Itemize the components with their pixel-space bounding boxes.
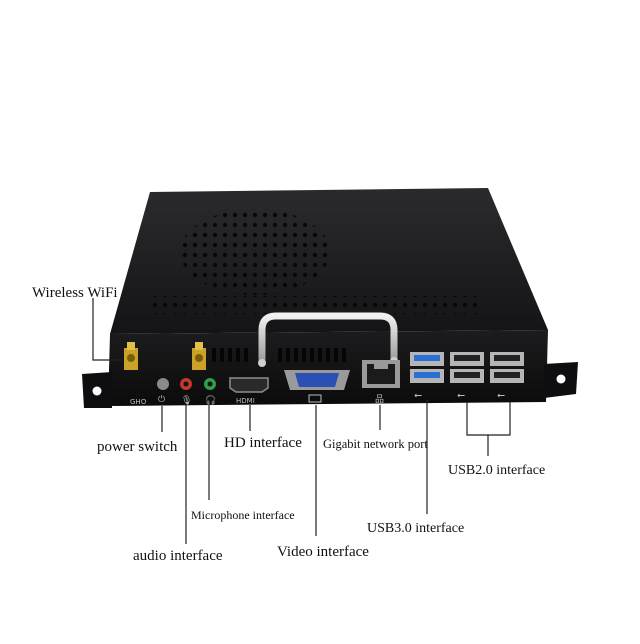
front-slots: [212, 348, 346, 362]
label-power-switch: power switch: [97, 439, 178, 455]
label-audio-interface: audio interface: [133, 548, 223, 564]
hdmi-mark: HDMI: [236, 397, 255, 405]
power-icon: ⏻: [158, 394, 165, 405]
usb3-ports: ⭠: [410, 352, 444, 401]
usb-icon: ⭠: [457, 390, 465, 401]
label-usb3-interface: USB3.0 interface: [367, 521, 465, 536]
power-mark: GHO: [130, 398, 147, 406]
label-hd-interface: HD interface: [224, 435, 302, 451]
right-flange-hole: [556, 374, 566, 384]
hdmi-port: [229, 377, 269, 393]
usb2-ports-right: ⭠: [490, 352, 524, 401]
wifi-antenna-right: [192, 342, 206, 370]
label-gigabit-port: Gigabit network port: [323, 437, 428, 451]
wifi-antenna-left: [124, 342, 138, 370]
left-flange-hole: [92, 386, 102, 396]
usb-icon: ⭠: [497, 390, 505, 401]
headphone-icon: 🎧: [205, 394, 216, 406]
label-video-interface: Video interface: [277, 544, 369, 560]
network-icon: 品: [375, 394, 384, 405]
carry-handle: [258, 312, 398, 366]
power-button: [157, 378, 169, 390]
usb2-ports-left: ⭠: [450, 352, 484, 401]
vga-mark: [308, 394, 322, 403]
top-vent-row: [148, 296, 478, 314]
label-wireless-wifi: Wireless WiFi: [32, 285, 118, 301]
usb-icon: ⭠: [414, 390, 422, 401]
chassis-front: [108, 330, 548, 406]
fan-vent: [180, 209, 330, 295]
leader-lines: [92, 298, 511, 544]
mic-icon: 🎙: [181, 395, 192, 406]
label-microphone-interface: Microphone interface: [191, 508, 295, 522]
label-usb2-interface: USB2.0 interface: [448, 463, 546, 478]
